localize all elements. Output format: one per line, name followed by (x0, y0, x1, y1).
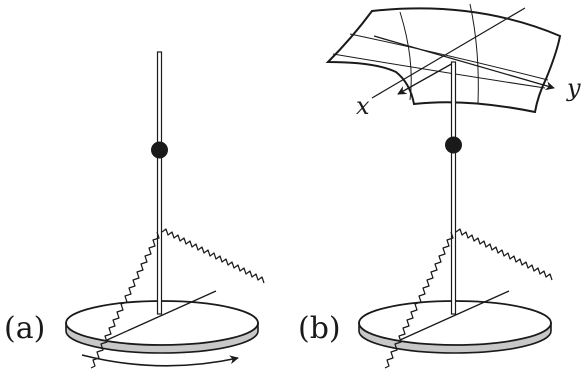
spring-right-b (455, 228, 553, 281)
pendulum-rod-a (156, 51, 163, 315)
disk-diameter-line-a (106, 290, 217, 341)
rotation-arrow (81, 354, 239, 367)
spring-left-a (90, 231, 160, 369)
panel-label-b: (b) (298, 311, 341, 346)
panel-label-a: (a) (4, 311, 45, 346)
pendulum-rod-b (450, 151, 457, 315)
y-axis-arrow (373, 35, 555, 91)
pendulum-bob-a (151, 141, 168, 159)
spring-right-a (161, 228, 265, 284)
x-axis-arrow (397, 61, 456, 95)
axis-label-x: x (356, 92, 370, 120)
spring-left-b (384, 231, 454, 369)
disk-diameter-line-b (399, 290, 510, 341)
pendulum-rod-b-upper (450, 61, 457, 145)
panel-b: x y (b) (298, 3, 581, 369)
axis-label-y: y (566, 74, 581, 102)
axis-diagonal-line (371, 7, 526, 99)
panel-a: (a) (4, 51, 265, 369)
turntable-disk-b (358, 290, 552, 354)
pendulum-bob-b (445, 136, 462, 154)
saddle-surface (325, 3, 562, 114)
